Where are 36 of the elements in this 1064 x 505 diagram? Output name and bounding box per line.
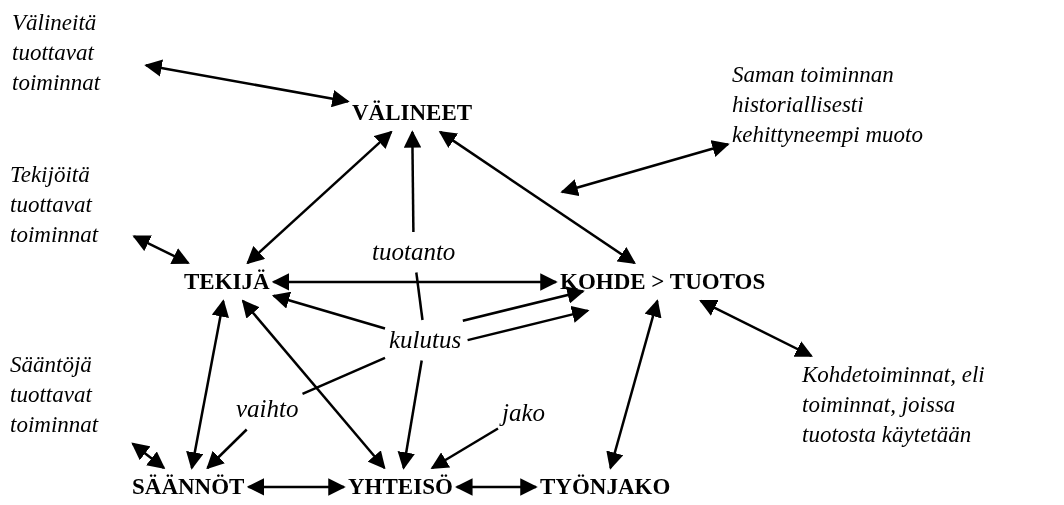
- arrow: [246, 478, 346, 496]
- arrow: [246, 130, 393, 265]
- annotation-text: Kohdetoiminnat, eli toiminnat, joissa tuotosta käytetään: [802, 360, 1017, 450]
- arrow: [241, 299, 386, 470]
- arrow: [699, 299, 813, 358]
- arrow: [397, 360, 423, 470]
- annotation-text: Saman toiminnan historiallisesti kehittyneempi muoto: [732, 60, 997, 150]
- arrow: [132, 235, 190, 265]
- annotation-text: Tekijöitä tuottavat toiminnat: [10, 160, 130, 250]
- arrow: [144, 59, 350, 108]
- connector-line: [415, 272, 424, 321]
- node-label: SÄÄNNÖT: [132, 472, 245, 502]
- arrow: [271, 273, 558, 291]
- arrow: [455, 478, 538, 496]
- arrow: [206, 428, 248, 470]
- annotation-text: Välineitä tuottavat toiminnat: [12, 8, 142, 98]
- connector-line: [302, 356, 386, 395]
- annotation-text: Sääntöjä tuottavat toiminnat: [10, 350, 130, 440]
- arrow: [271, 291, 386, 330]
- node-label: KOHDE > TUOTOS: [560, 267, 766, 297]
- arrow: [462, 286, 585, 322]
- process-label: tuotanto: [372, 236, 456, 269]
- process-label: kulutus: [389, 324, 462, 357]
- node-label: VÄLINEET: [352, 98, 473, 128]
- node-label: YHTEISÖ: [348, 472, 453, 502]
- node-label: TYÖNJAKO: [540, 472, 671, 502]
- arrow: [438, 130, 636, 265]
- arrow: [186, 299, 229, 470]
- arrow: [560, 140, 730, 197]
- arrow: [131, 442, 166, 470]
- node-label: TEKIJÄ: [184, 267, 270, 297]
- process-label: vaihto: [236, 393, 299, 426]
- arrow: [403, 130, 422, 232]
- arrow: [430, 427, 499, 470]
- arrow: [606, 299, 662, 470]
- arrow: [467, 305, 590, 342]
